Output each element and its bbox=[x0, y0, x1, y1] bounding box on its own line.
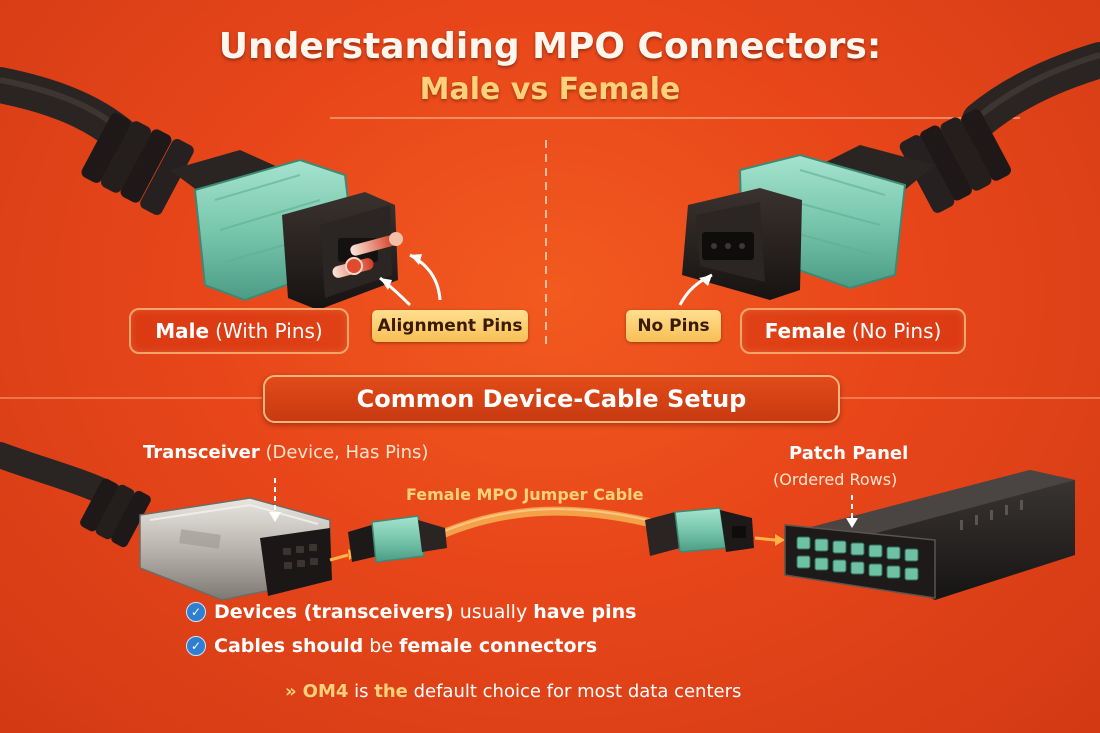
transceiver-cable bbox=[0, 442, 151, 548]
jumper-cable bbox=[348, 506, 754, 563]
note-bold-1: OM4 bbox=[302, 681, 349, 702]
no-pins-tag: No Pins bbox=[626, 310, 721, 342]
checklist-item-1: ✓ Devices (transceivers) usually have pi… bbox=[186, 601, 636, 623]
female-connector bbox=[682, 42, 1100, 300]
transceiver-label-bold: Transceiver bbox=[143, 442, 260, 463]
page-title: Understanding MPO Connectors: bbox=[218, 26, 882, 67]
alignment-pins-tag: Alignment Pins bbox=[372, 310, 528, 342]
male-label: Male (With Pins) bbox=[129, 308, 349, 354]
male-label-rest: (With Pins) bbox=[215, 319, 323, 343]
female-label-rest: (No Pins) bbox=[851, 319, 942, 343]
checklist-item-2: ✓ Cables should be female connectors bbox=[186, 635, 597, 657]
patch-panel-title: Patch Panel bbox=[789, 443, 909, 464]
checklist-1-bold-1: Devices (transceivers) bbox=[214, 601, 454, 623]
patch-panel-device bbox=[784, 470, 1075, 600]
female-label-bold: Female bbox=[764, 319, 846, 343]
checklist-1-bold-2: have pins bbox=[533, 601, 637, 623]
note-text-2: default choice for most data centers bbox=[407, 681, 742, 702]
chevron-double-right-icon: » bbox=[285, 681, 297, 702]
jumper-cable-label: Female MPO Jumper Cable bbox=[406, 485, 644, 504]
checklist-2-text-1: be bbox=[363, 635, 400, 657]
female-label: Female (No Pins) bbox=[740, 308, 966, 354]
male-connector bbox=[0, 67, 403, 310]
transceiver-device bbox=[139, 497, 332, 601]
section-heading: Common Device-Cable Setup bbox=[263, 375, 840, 423]
checklist-1-text-1: usually bbox=[453, 601, 534, 623]
transceiver-label: Transceiver (Device, Has Pins) bbox=[143, 442, 428, 463]
footer-note: »OM4 is the default choice for most data… bbox=[285, 681, 741, 702]
transceiver-label-rest: (Device, Has Pins) bbox=[265, 442, 429, 463]
checklist-2-bold-2: female connectors bbox=[399, 635, 598, 657]
note-bold-2: the bbox=[374, 681, 408, 702]
check-icon: ✓ bbox=[186, 636, 206, 656]
male-label-bold: Male bbox=[155, 319, 210, 343]
patch-panel-subtitle: (Ordered Rows) bbox=[773, 470, 898, 489]
page-subtitle: Male vs Female bbox=[419, 72, 681, 107]
checklist-2-bold-1: Cables should bbox=[214, 635, 364, 657]
alignment-pin-arrow-2 bbox=[409, 253, 442, 301]
note-text-1: is bbox=[348, 681, 375, 702]
check-icon: ✓ bbox=[186, 602, 206, 622]
